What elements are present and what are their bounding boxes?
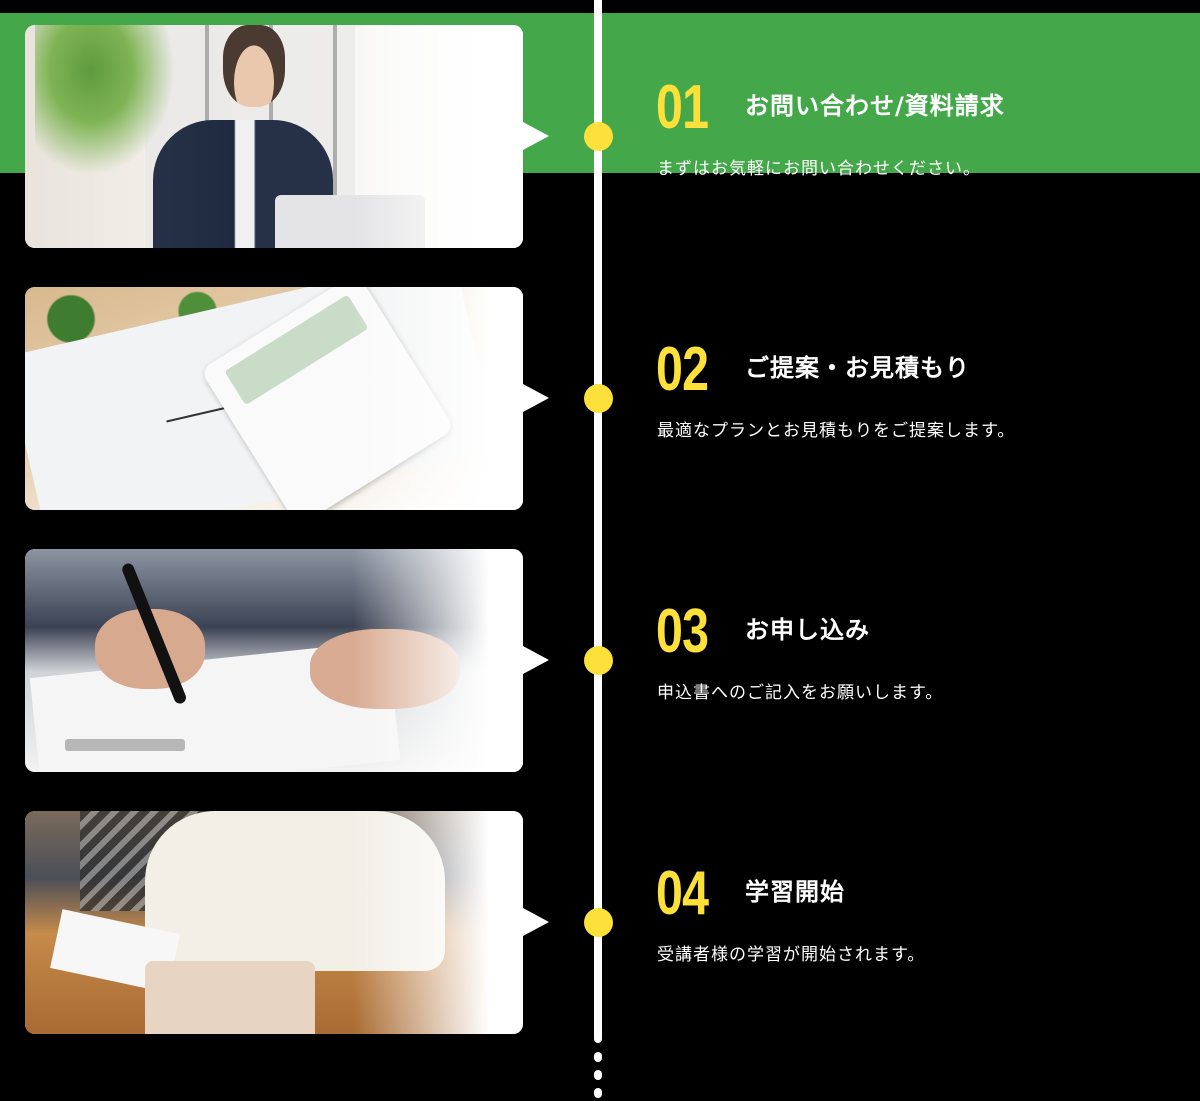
step-photo-card bbox=[25, 811, 523, 1034]
flow-step-1: 01 お問い合わせ/資料請求 まずはお気軽にお問い合わせください。 bbox=[0, 25, 1200, 248]
card-pointer-arrow-icon bbox=[523, 646, 549, 674]
step-description: 最適なプランとお見積もりをご提案します。 bbox=[657, 421, 1016, 441]
laptop-image bbox=[145, 961, 315, 1034]
plant-decoration bbox=[35, 25, 175, 175]
timeline-continuation-dot bbox=[594, 1070, 602, 1080]
step-title: ご提案・お見積もり bbox=[745, 354, 970, 382]
timeline-line bbox=[594, 0, 602, 1043]
step-number: 01 bbox=[656, 73, 709, 142]
step-title: お問い合わせ/資料請求 bbox=[745, 92, 1005, 120]
step-number: 03 bbox=[656, 597, 709, 666]
flow-step-3: 03 お申し込み 申込書へのご記入をお願いします。 bbox=[0, 549, 1200, 772]
flow-step-2: 02 ご提案・お見積もり 最適なプランとお見積もりをご提案します。 bbox=[0, 287, 1200, 510]
timeline-dot-icon bbox=[584, 646, 613, 675]
step-number: 04 bbox=[656, 859, 709, 928]
card-pointer-arrow-icon bbox=[523, 384, 549, 412]
timeline-dot-icon bbox=[584, 384, 613, 413]
step-title: お申し込み bbox=[745, 616, 870, 644]
step-photo-card bbox=[25, 25, 523, 248]
timeline-continuation-dot bbox=[594, 1088, 602, 1098]
step-photo-card bbox=[25, 287, 523, 510]
step-number: 02 bbox=[656, 335, 709, 404]
card-pointer-arrow-icon bbox=[523, 908, 549, 936]
step-title: 学習開始 bbox=[745, 878, 845, 906]
card-pointer-arrow-icon bbox=[523, 122, 549, 150]
step-description: まずはお気軽にお問い合わせください。 bbox=[657, 159, 981, 179]
flow-step-4: 04 学習開始 受講者様の学習が開始されます。 bbox=[0, 811, 1200, 1034]
timeline-dot-icon bbox=[584, 908, 613, 937]
timeline-continuation-dot bbox=[594, 1052, 602, 1062]
step-description: 申込書へのご記入をお願いします。 bbox=[657, 683, 944, 703]
timeline-dot-icon bbox=[584, 122, 613, 151]
step-description: 受講者様の学習が開始されます。 bbox=[657, 945, 926, 965]
step-photo-card bbox=[25, 549, 523, 772]
